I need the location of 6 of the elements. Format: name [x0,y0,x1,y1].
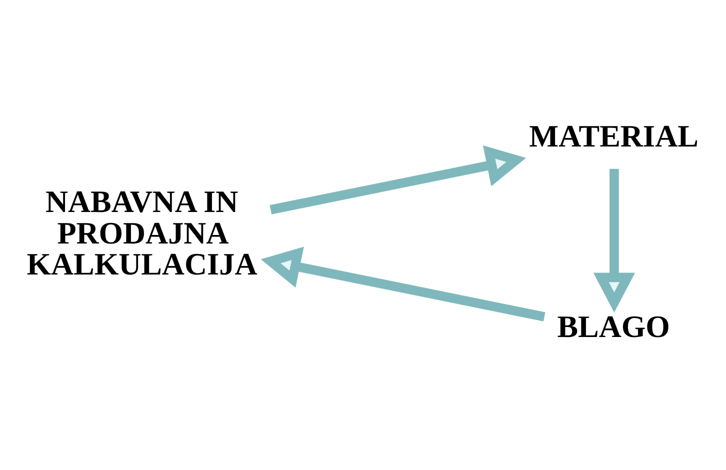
node-text: MATERIAL [529,118,698,154]
node-text: NABAVNA IN PRODAJNA KALKULACIJA [26,184,258,282]
node-text: BLAGO [557,308,670,344]
arrow [270,144,526,214]
arrow [593,168,636,312]
arrow [260,246,546,321]
